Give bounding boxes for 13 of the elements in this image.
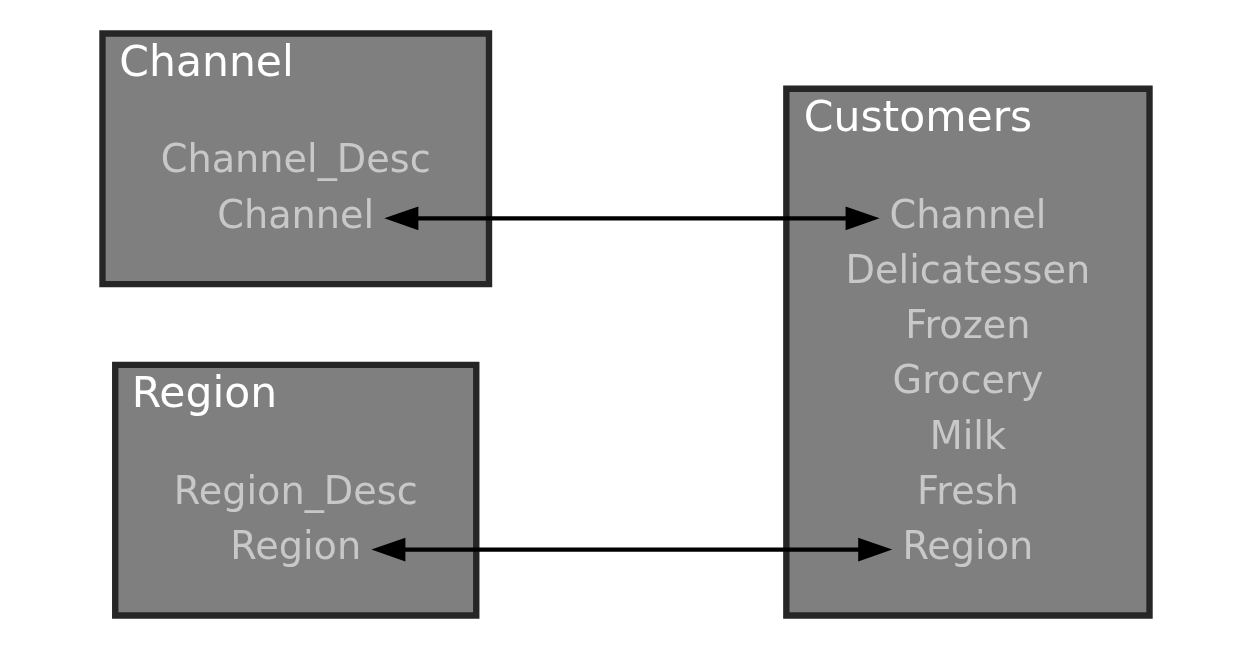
node-text: Milk <box>929 413 1007 458</box>
node-text: Fresh <box>917 468 1019 513</box>
node-text: Channel <box>217 192 375 237</box>
arrow <box>384 206 880 231</box>
node-text: Delicatessen <box>845 247 1091 292</box>
node-text: Region_Desc <box>173 468 418 513</box>
node-text: Grocery <box>892 358 1044 403</box>
node-text: Frozen <box>905 303 1031 348</box>
arrow <box>371 537 893 562</box>
node-text: Region <box>230 523 362 568</box>
node-text: Channel_Desc <box>160 137 431 182</box>
node-text: Channel <box>889 192 1047 237</box>
node-text: Region <box>902 523 1034 568</box>
